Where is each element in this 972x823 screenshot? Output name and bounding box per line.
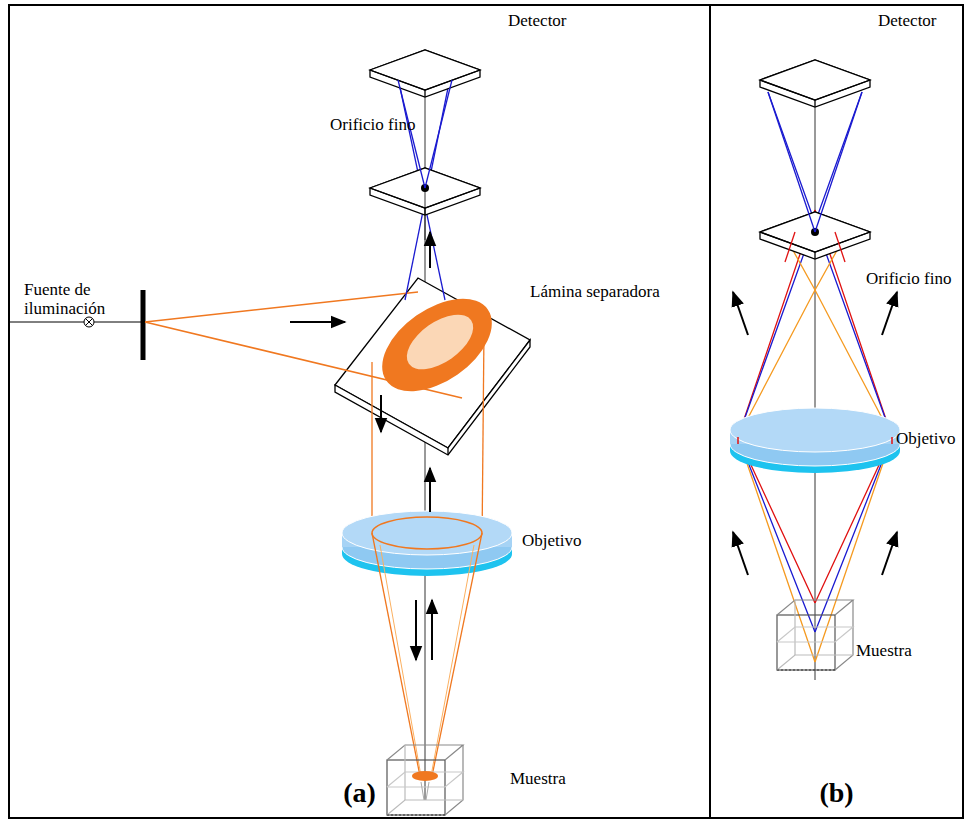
part-label: Objetivo [896, 430, 956, 449]
part-label: Orificio fino [330, 116, 415, 135]
panel-tag: (a) [10, 777, 709, 809]
part-label: Objetivo [522, 532, 582, 551]
part-label: Muestra [856, 642, 912, 661]
part-label: Detector [878, 12, 937, 31]
panel-tag: (b) [711, 777, 962, 809]
part-label: Detector [508, 12, 567, 31]
part-label: Muestra [510, 770, 566, 789]
panel-b: (b) [709, 4, 964, 819]
part-label: Orificio fino [866, 270, 951, 289]
part-label: Fuente de iluminación [24, 281, 136, 318]
part-label: Lámina separadora [530, 283, 660, 302]
